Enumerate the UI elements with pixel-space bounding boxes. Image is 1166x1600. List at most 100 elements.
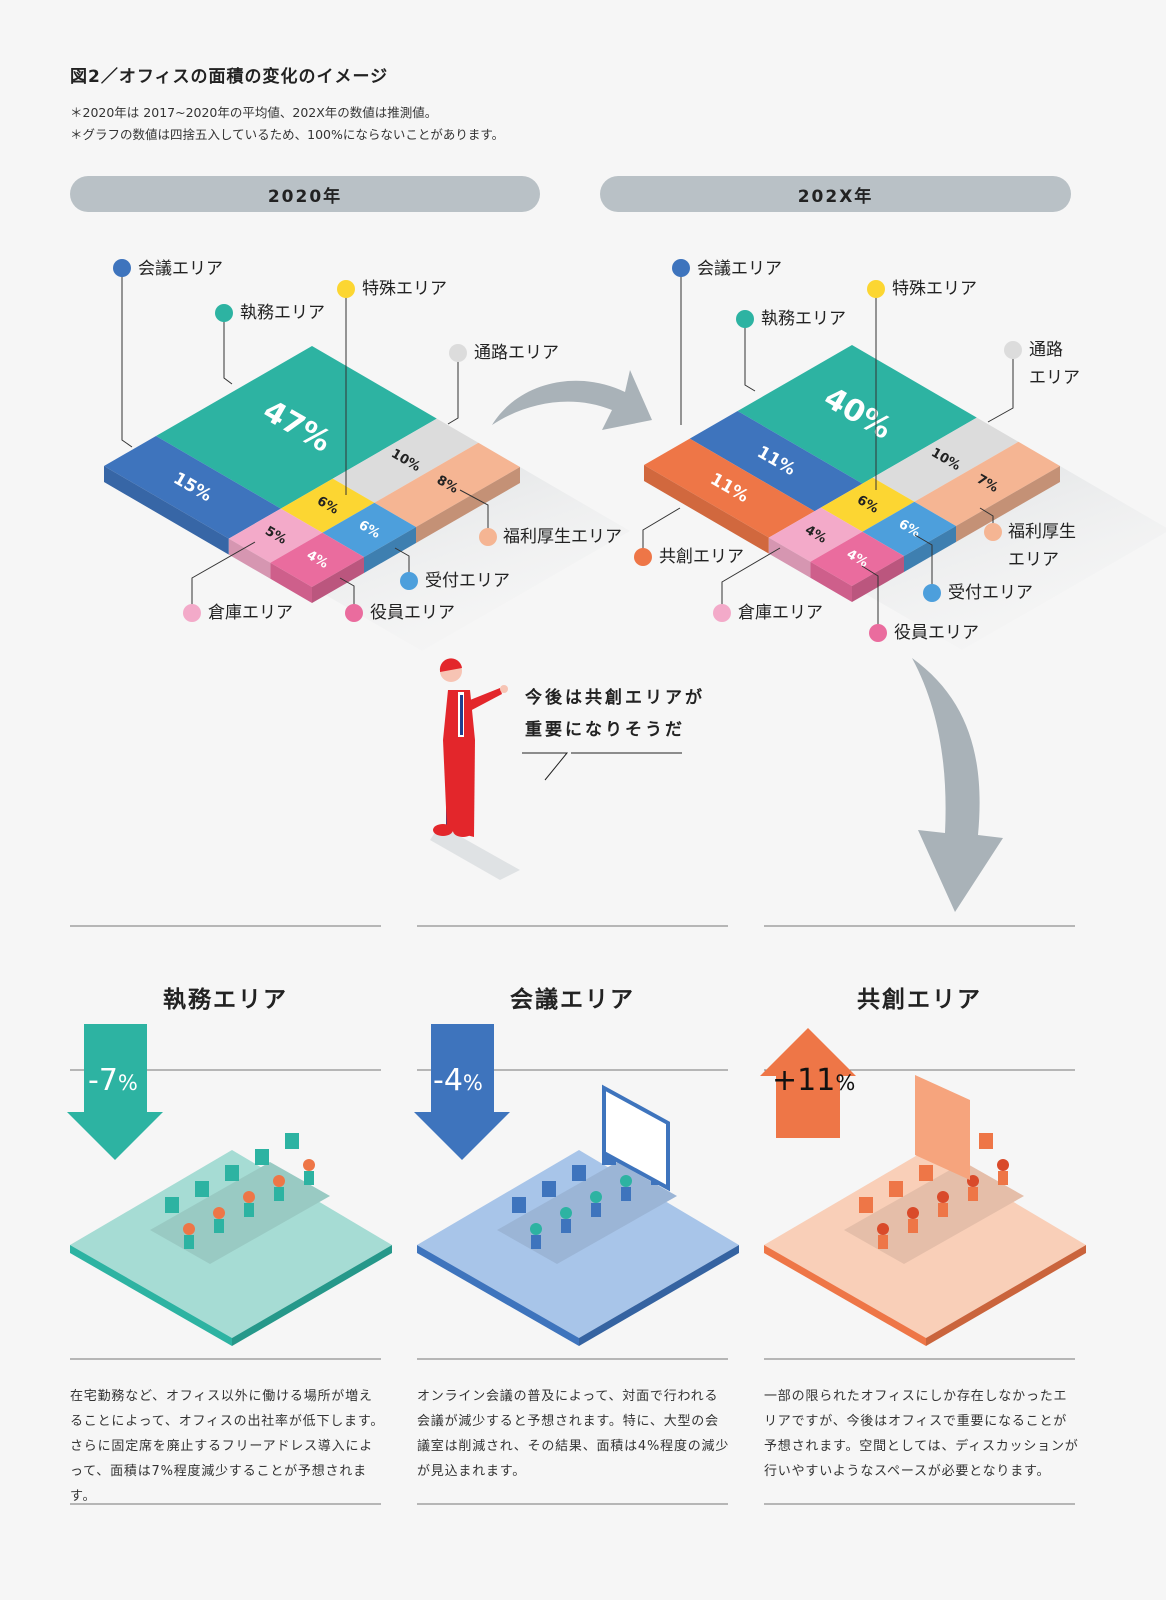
decrease-arrow-icon (414, 1024, 510, 1160)
area-fukuri-side (416, 467, 520, 543)
legend-dot-tsuro (449, 344, 467, 362)
illustration-work-area (70, 1133, 392, 1346)
area-kaigi-side (104, 466, 229, 555)
column-description: オンライン会議の普及によって、対面で行われる会議が減少すると予想されます。特に、… (417, 1389, 730, 1479)
callout-line (121, 268, 133, 448)
area-tokushu (280, 478, 375, 533)
year-header-2020: 2020年 (70, 176, 540, 212)
area-kyoso (644, 438, 815, 538)
area-tsuro (332, 418, 479, 503)
area-uketsuke (862, 501, 956, 556)
person-body (274, 1187, 284, 1201)
area-yakuin-side (810, 561, 852, 602)
area-fukuri (914, 441, 1060, 526)
legend-dot-soko (183, 604, 201, 622)
area-fukuri (374, 442, 520, 527)
person-body (184, 1235, 194, 1249)
column-description: 在宅勤務など、オフィス以外に働ける場所が増えることによって、オフィスの出社率が低… (70, 1389, 385, 1504)
area-soko-side (228, 538, 271, 579)
person-icon (590, 1191, 602, 1203)
callout-line (861, 565, 879, 633)
legend-soko: 倉庫エリア (208, 603, 293, 623)
desk (844, 1162, 1024, 1264)
illustration-meeting-area (417, 1133, 739, 1346)
board-2020: 47%15%10%8%6%6%5%4% (104, 346, 630, 651)
legend-dot-yakuin (869, 624, 887, 642)
callout-line (223, 313, 233, 385)
area-uketsuke-side (364, 527, 416, 573)
person-icon (997, 1159, 1009, 1171)
area-yakuin-side (312, 557, 364, 603)
legend-dot-fukuri (984, 523, 1002, 541)
area-kaigi (689, 411, 863, 512)
monitor (255, 1149, 269, 1165)
change-number: -7 (88, 1063, 118, 1098)
callout-line (744, 319, 756, 392)
person-body (968, 1187, 978, 1201)
legend-tsuro: 通路 (1029, 340, 1063, 360)
legend-uketsuke: 受付エリア (425, 571, 510, 591)
legend-yakuin: 役員エリア (894, 623, 979, 643)
room-floor-edge (926, 1245, 1086, 1346)
area-yakuin (810, 531, 904, 586)
person-body (304, 1171, 314, 1185)
legend-kaigi: 会議エリア (697, 259, 782, 279)
person-icon (530, 1223, 542, 1235)
legend-dot-fukuri (479, 528, 497, 546)
callout-line (987, 350, 1014, 423)
legend-dot-uketsuke (400, 572, 418, 590)
monitor (859, 1197, 873, 1213)
monitor (225, 1165, 239, 1181)
room-floor-edge (417, 1245, 579, 1346)
transition-arrow-icon (492, 370, 652, 430)
person-icon (183, 1223, 195, 1235)
legend-soko: 倉庫エリア (738, 603, 823, 623)
person-body (561, 1219, 571, 1233)
person-icon (937, 1191, 949, 1203)
person-icon (213, 1207, 225, 1219)
person-icon (303, 1159, 315, 1171)
area-kaigi (104, 436, 281, 539)
column-description: 一部の限られたオフィスにしか存在しなかったエリアですが、今後はオフィスで重要にな… (764, 1389, 1079, 1479)
room-floor-edge (232, 1245, 392, 1346)
legend-tokushu: 特殊エリア (362, 279, 447, 299)
desk (497, 1162, 677, 1264)
legend-dot-tokushu (337, 280, 355, 298)
monitor (512, 1197, 526, 1213)
legend-kaigi: 会議エリア (138, 259, 223, 279)
legend-dot-kyoso (634, 548, 652, 566)
change-value: +11% (772, 1063, 855, 1098)
change-number: -4 (433, 1063, 463, 1098)
area-tokushu (820, 477, 915, 532)
person-body (621, 1187, 631, 1201)
board-202x: 40%11%11%10%7%6%6%4%4% (644, 345, 1166, 650)
callout-line (191, 541, 256, 613)
change-unit: % (462, 1071, 483, 1095)
area-soko-side (768, 537, 811, 578)
person-icon (273, 1175, 285, 1187)
person-body (214, 1219, 224, 1233)
legend-tsuro: エリア (1029, 368, 1080, 388)
legend-tokushu: 特殊エリア (892, 279, 977, 299)
figure-title: 図2／オフィスの面積の変化のイメージ (70, 67, 389, 87)
column-title: 会議エリア (510, 987, 635, 1013)
area-uketsuke (322, 502, 416, 557)
year-header-202x: 202X年 (600, 176, 1071, 212)
legend-dot-kaigi (672, 259, 690, 277)
legend-dot-tokushu (867, 280, 885, 298)
change-value: -4% (433, 1063, 483, 1098)
legend-fukuri: 福利厚生 (1008, 522, 1076, 542)
person-body (878, 1235, 888, 1249)
person-body (908, 1219, 918, 1233)
callout-line (721, 547, 781, 613)
person-icon (907, 1207, 919, 1219)
legend-kyoso: 共創エリア (659, 547, 744, 567)
presentation-screen (602, 1084, 670, 1192)
area-fukuri-side (956, 466, 1060, 542)
legend-dot-yakuin (345, 604, 363, 622)
legend-fukuri: エリア (1008, 550, 1059, 570)
speech-line: 今後は共創エリアが (525, 688, 705, 708)
room-floor-edge (70, 1245, 232, 1346)
change-unit: % (117, 1071, 138, 1095)
room-floor-edge (579, 1245, 739, 1346)
